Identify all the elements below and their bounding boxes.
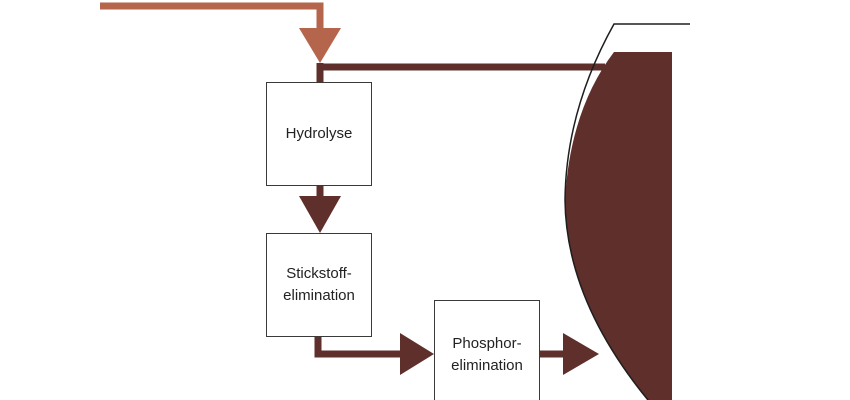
stickstoff-to-phosphor-line: [314, 337, 402, 358]
phosphor-label-line1: Phosphor-: [452, 335, 522, 352]
digester-vessel-icon: [565, 52, 672, 400]
stickstoff-elimination-box: Stickstoff- elimination: [266, 233, 372, 337]
hydrolyse-box: Hydrolyse: [266, 82, 372, 186]
inflow-arrowhead-icon: [299, 28, 341, 63]
phosphor-elimination-box: Phosphor- elimination: [434, 300, 540, 400]
phosphor-label-line2: elimination: [451, 357, 523, 374]
stickstoff-label-line1: Stickstoff-: [286, 265, 352, 282]
phosphor-to-vessel-arrowhead-icon: [563, 333, 599, 375]
stickstoff-to-phosphor-arrowhead-icon: [400, 333, 434, 375]
inflow-pipe: [100, 2, 324, 30]
hydrolyse-to-stickstoff-arrowhead-icon: [299, 196, 341, 233]
stickstoff-label-line2: elimination: [283, 287, 355, 304]
vessel-outline: [564, 23, 690, 400]
hydrolyse-label: Hydrolyse: [285, 125, 353, 142]
